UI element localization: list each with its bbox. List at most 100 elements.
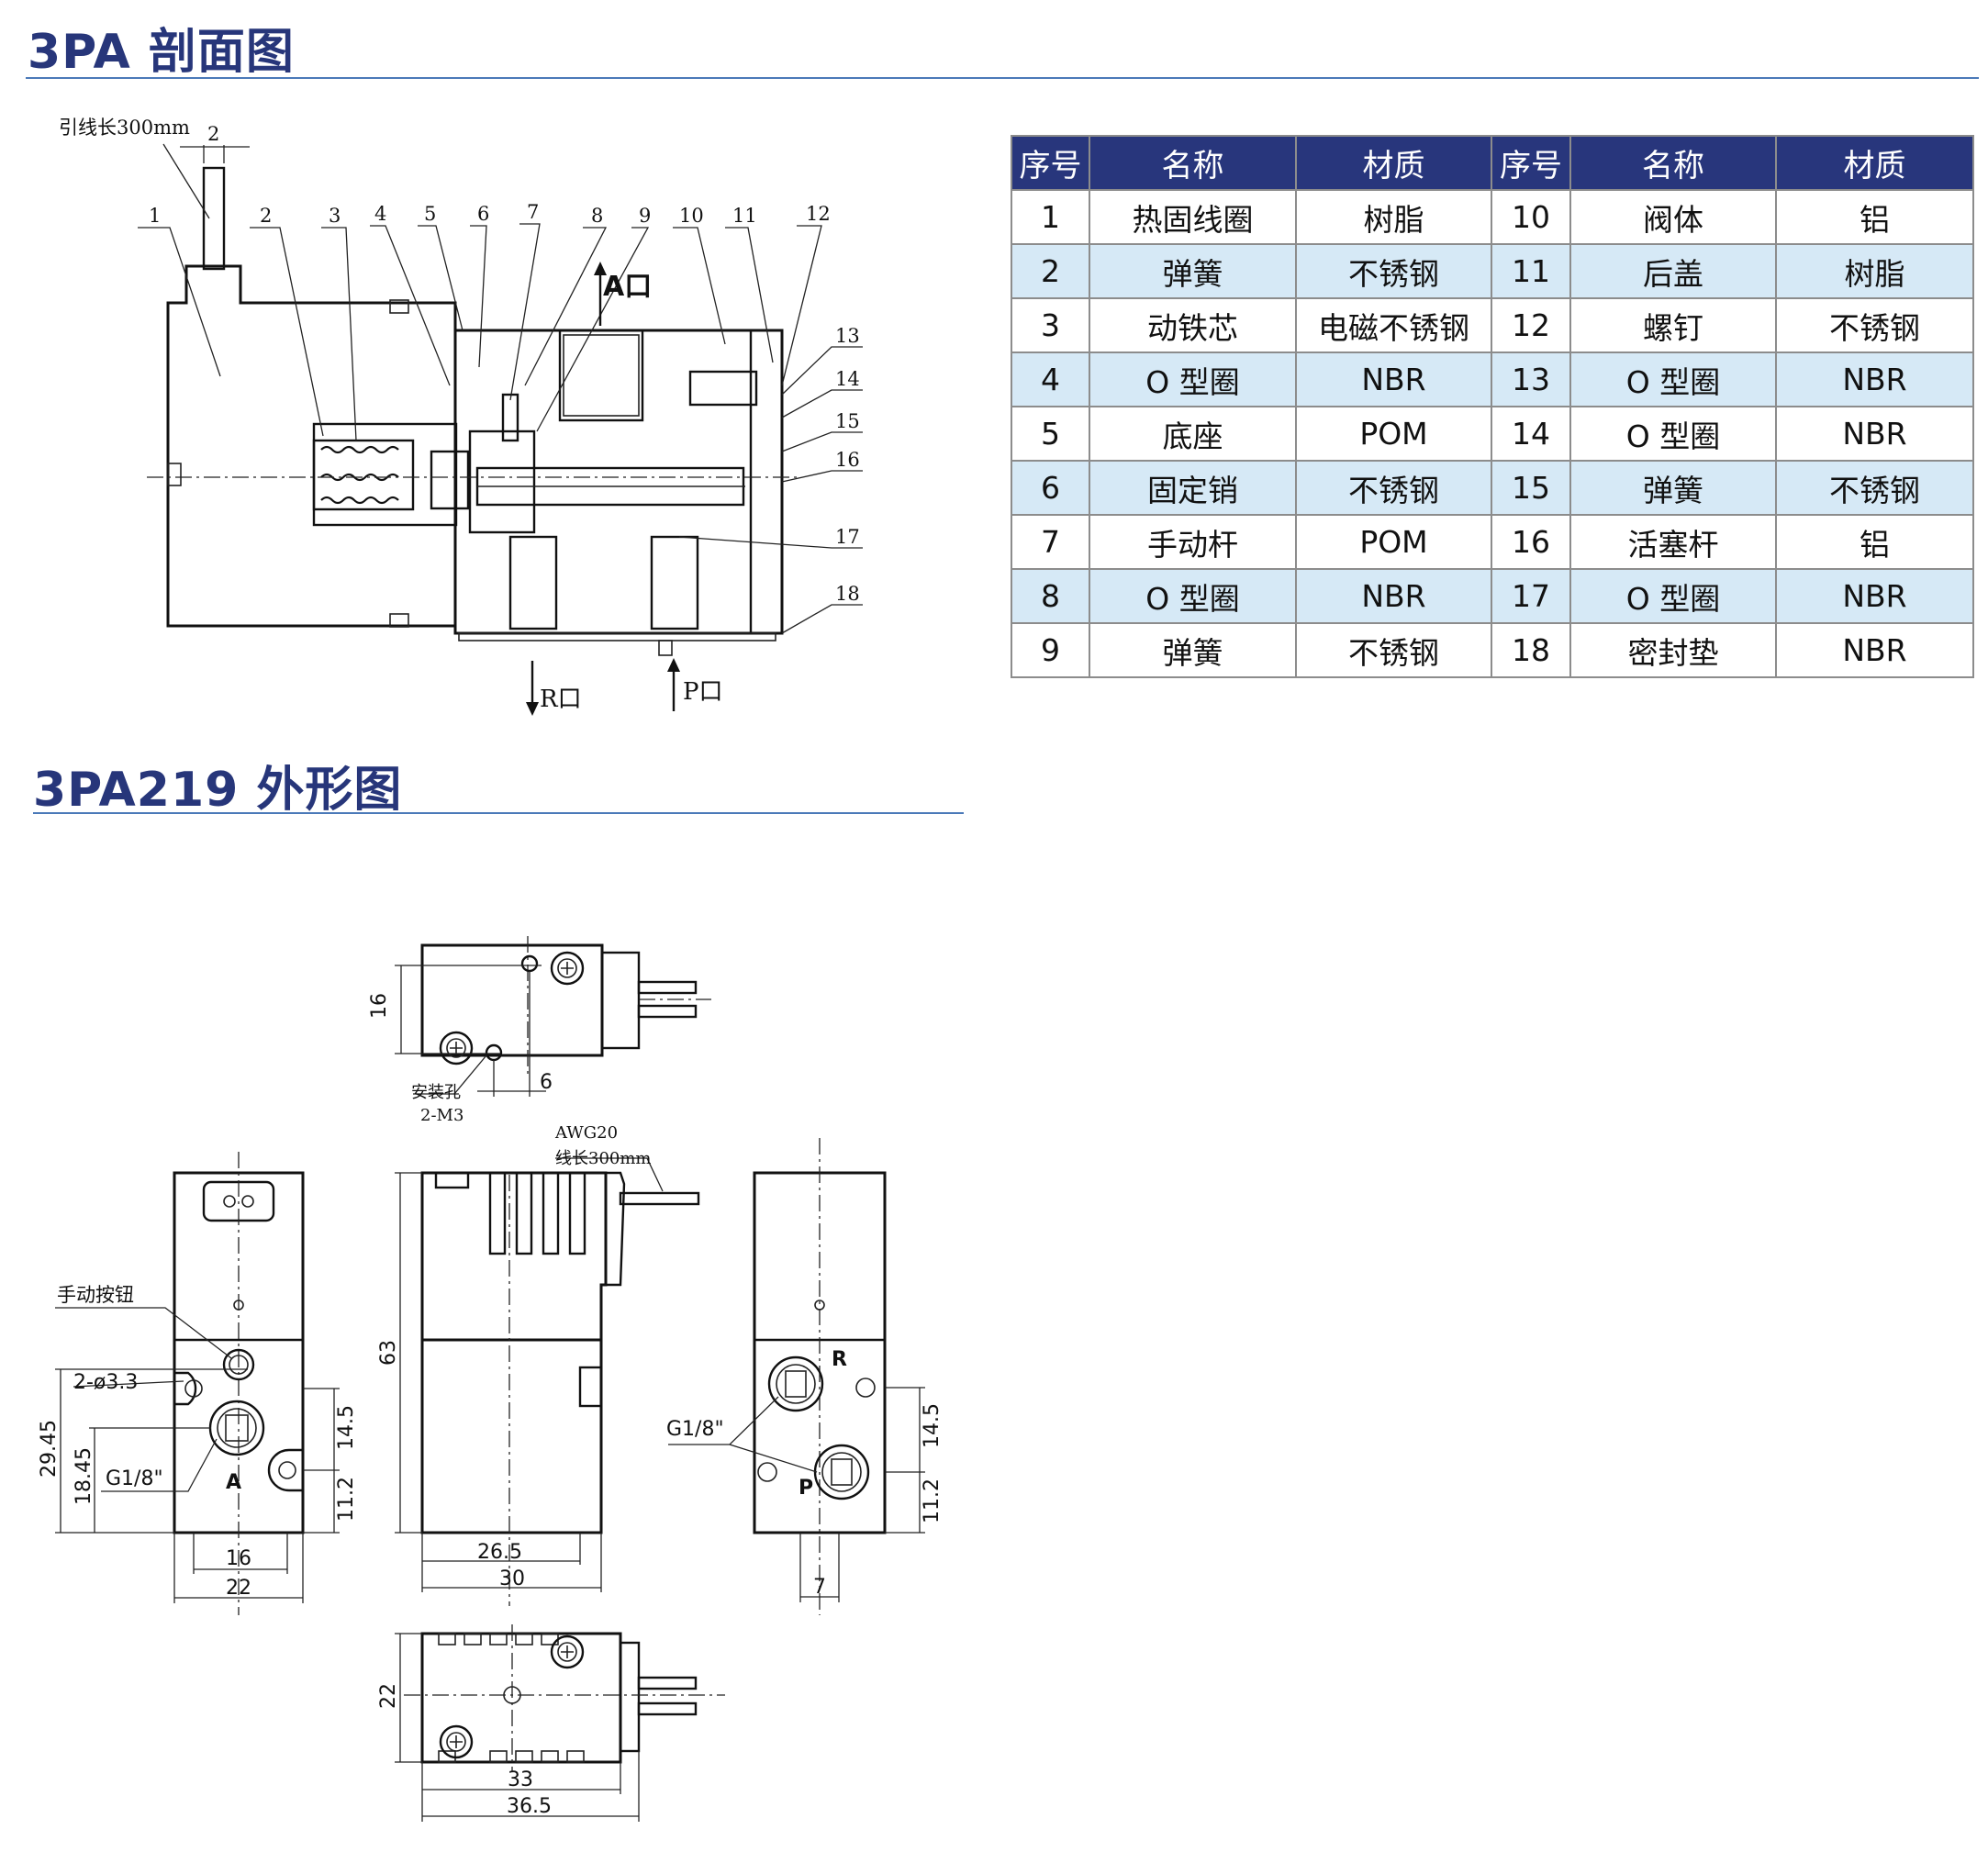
dim-left-16: 16	[226, 1547, 251, 1570]
cell: 5	[1011, 406, 1090, 462]
header-name-1: 名称	[1089, 135, 1297, 191]
cell: NBR	[1775, 568, 1974, 624]
cell: 不锈钢	[1295, 460, 1492, 516]
port-a-outline: A	[226, 1471, 241, 1494]
cell: NBR	[1775, 622, 1974, 678]
manual-button-label: 手动按钮	[57, 1284, 134, 1306]
thread-spec-right: G1/8"	[666, 1418, 724, 1441]
dim-bottom-36-5: 36.5	[507, 1795, 552, 1818]
cell: 11	[1491, 243, 1571, 299]
bottom-view	[395, 1624, 725, 1822]
cell: 电磁不锈钢	[1295, 297, 1492, 353]
callout-11: 11	[732, 205, 757, 227]
cell: 不锈钢	[1295, 243, 1492, 299]
cell: 阀体	[1569, 189, 1777, 245]
header-material-1: 材质	[1295, 135, 1492, 191]
callouts: 1 2 3 4 5 6 7 8 9 10 11 12 13 14 15 16 1…	[149, 201, 860, 605]
section-title-cross-section: 3PA 剖面图	[28, 25, 295, 80]
cell: 7	[1011, 514, 1090, 570]
right-view	[668, 1138, 925, 1615]
port-a-label: A口	[603, 271, 652, 303]
side-view	[395, 1157, 700, 1606]
port-a-arrowhead	[594, 262, 607, 275]
callout-2: 2	[260, 205, 272, 227]
cell: 13	[1491, 351, 1571, 407]
hole-spec-label: 2-ø3.3	[73, 1371, 138, 1394]
port-r-outline: R	[832, 1348, 847, 1371]
cell: 17	[1491, 568, 1571, 624]
callout-3: 3	[329, 205, 341, 227]
lead-length-label: 引线长300mm	[59, 117, 190, 139]
port-p-outline: P	[799, 1477, 813, 1500]
dim-left-22: 22	[226, 1577, 251, 1600]
cell: 弹簧	[1089, 243, 1297, 299]
callout-18: 18	[835, 583, 860, 605]
cell: 16	[1491, 514, 1571, 570]
cell: 15	[1491, 460, 1571, 516]
cell: 10	[1491, 189, 1571, 245]
cell: 手动杆	[1089, 514, 1297, 570]
header-material-2: 材质	[1775, 135, 1974, 191]
callout-9: 9	[639, 205, 651, 227]
cell: 活塞杆	[1569, 514, 1777, 570]
cell: 底座	[1089, 406, 1297, 462]
cross-section-drawing: 引线长300mm 2 1 2 3 4	[59, 117, 863, 716]
section-divider	[26, 77, 1979, 79]
cell: POM	[1295, 406, 1492, 462]
cell: 树脂	[1295, 189, 1492, 245]
thread-spec-left: G1/8"	[106, 1467, 163, 1490]
cell: 螺钉	[1569, 297, 1777, 353]
cell: 不锈钢	[1775, 297, 1974, 353]
wire-gauge-label: AWG20	[554, 1123, 618, 1143]
top-view	[395, 936, 711, 1097]
cell: O 型圈	[1569, 568, 1777, 624]
dim-left-11-2: 11.2	[335, 1477, 358, 1522]
cell: 后盖	[1569, 243, 1777, 299]
cell: 不锈钢	[1775, 460, 1974, 516]
cell: 铝	[1775, 514, 1974, 570]
callout-10: 10	[679, 205, 704, 227]
cell: 18	[1491, 622, 1571, 678]
callout-13: 13	[835, 325, 860, 347]
header-no-1: 序号	[1011, 135, 1090, 191]
cell: 动铁芯	[1089, 297, 1297, 353]
leader-lines	[138, 223, 863, 634]
cell: O 型圈	[1089, 351, 1297, 407]
dim-right-14-5: 14.5	[921, 1403, 944, 1448]
cell: 14	[1491, 406, 1571, 462]
cell: 1	[1011, 189, 1090, 245]
coil-body	[166, 264, 458, 628]
header-name-2: 名称	[1569, 135, 1777, 191]
dim-left-29-45: 29.45	[38, 1420, 61, 1478]
mount-hole-spec: 2-M3	[420, 1106, 463, 1125]
port-p-label: P口	[683, 678, 723, 706]
dim-top-6: 6	[540, 1071, 553, 1094]
cell: 不锈钢	[1295, 622, 1492, 678]
lead-wire	[180, 145, 250, 271]
callout-8: 8	[591, 205, 603, 227]
header-no-2: 序号	[1491, 135, 1571, 191]
callout-12: 12	[806, 203, 831, 225]
dim-left-14-5: 14.5	[335, 1405, 358, 1450]
port-r-arrowhead	[526, 702, 539, 716]
dim-left-18-45: 18.45	[73, 1447, 95, 1505]
cell: 12	[1491, 297, 1571, 353]
cell: 4	[1011, 351, 1090, 407]
section-title-outline: 3PA219 外形图	[33, 763, 403, 818]
cell: O 型圈	[1089, 568, 1297, 624]
callout-5: 5	[424, 203, 436, 225]
callout-6: 6	[477, 203, 489, 225]
lead-dim-label: 2	[207, 123, 219, 145]
dim-bottom-22: 22	[377, 1683, 400, 1709]
section-divider	[33, 812, 964, 814]
dim-mid-63: 63	[377, 1340, 400, 1366]
outline-drawings: 16 6 安装孔 2-M3 手动按	[38, 936, 944, 1822]
